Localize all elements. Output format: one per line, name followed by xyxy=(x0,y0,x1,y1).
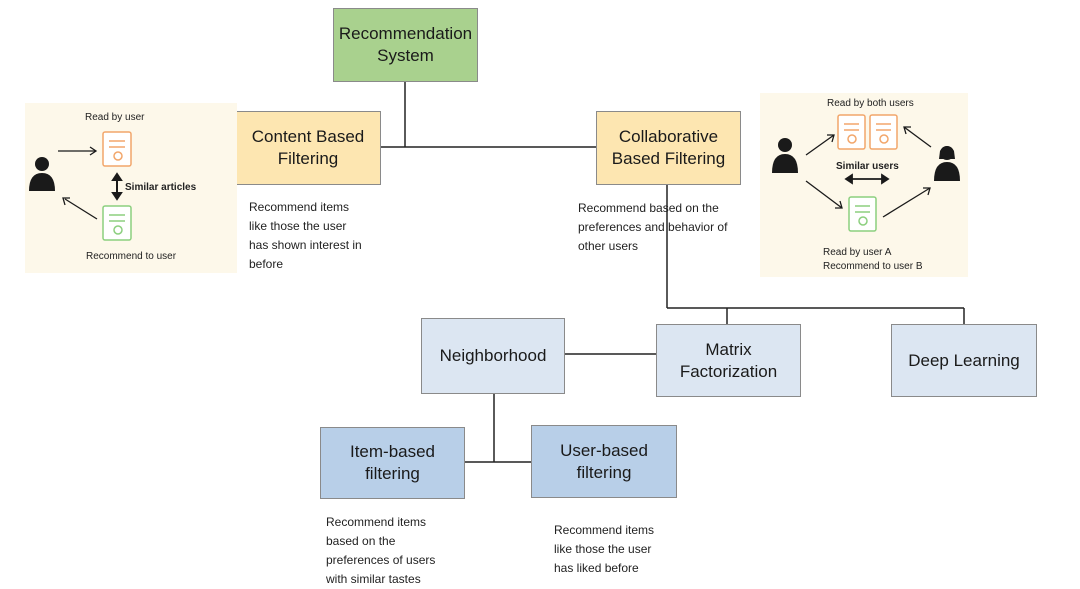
collaborative-illustration: Read by both users Similar users Read by… xyxy=(760,93,968,277)
read-by-user-label: Read by user xyxy=(85,112,145,123)
neighborhood-node: Neighborhood xyxy=(421,318,565,394)
arrow-icon xyxy=(111,172,123,201)
right-illustration-graphics xyxy=(772,114,960,232)
user-icon xyxy=(934,146,960,181)
deep-learning-label: Deep Learning xyxy=(908,350,1020,370)
document-icon xyxy=(837,114,866,150)
read-by-user-a-label: Read by user A xyxy=(823,247,892,258)
user-based-filtering-label: User-based filtering xyxy=(560,440,648,482)
user-icon xyxy=(772,138,798,173)
matrix-factorization-label: Matrix Factorization xyxy=(679,339,778,381)
matrix-factorization-node: Matrix Factorization xyxy=(656,324,801,397)
neighborhood-label: Neighborhood xyxy=(439,346,547,365)
document-icon xyxy=(102,131,132,167)
item-based-filtering-node: Item-based filtering xyxy=(320,427,465,499)
collaborative-filtering-node: Collaborative Based Filtering xyxy=(596,111,741,185)
recommendation-system-node: Recommendation System xyxy=(333,8,478,82)
user-based-filtering-node: User-based filtering xyxy=(531,425,677,498)
collaborative-filtering-label: Collaborative Based Filtering xyxy=(611,127,726,168)
arrow-icon xyxy=(58,146,98,220)
user-based-note: Recommend items like those the user has … xyxy=(554,523,655,575)
similar-articles-label: Similar articles xyxy=(125,182,197,193)
arrow-icon xyxy=(805,126,932,218)
content-based-note: Recommend items like those the user has … xyxy=(249,200,362,271)
collaborative-note: Recommend based on the preferences and b… xyxy=(578,201,728,253)
document-icon xyxy=(102,205,132,241)
content-based-filtering-label: Content Based Filtering xyxy=(251,127,365,168)
document-icon xyxy=(869,114,898,150)
recommend-to-user-b-label: Recommend to user B xyxy=(823,261,923,272)
similar-users-label: Similar users xyxy=(836,161,899,172)
document-icon xyxy=(848,196,877,232)
recommendation-system-label: Recommendation System xyxy=(338,24,473,65)
content-based-illustration: Read by user Similar articles Recommend … xyxy=(25,103,237,273)
item-based-note: Recommend items based on the preferences… xyxy=(326,515,436,586)
content-based-filtering-node: Content Based Filtering xyxy=(235,111,381,185)
item-based-filtering-label: Item-based filtering xyxy=(349,442,436,483)
read-by-both-label: Read by both users xyxy=(827,98,914,109)
left-illustration-graphics xyxy=(29,131,132,241)
arrow-icon xyxy=(844,173,890,185)
recommend-to-user-label: Recommend to user xyxy=(86,251,177,262)
user-icon xyxy=(29,157,55,191)
deep-learning-node: Deep Learning xyxy=(891,324,1037,397)
